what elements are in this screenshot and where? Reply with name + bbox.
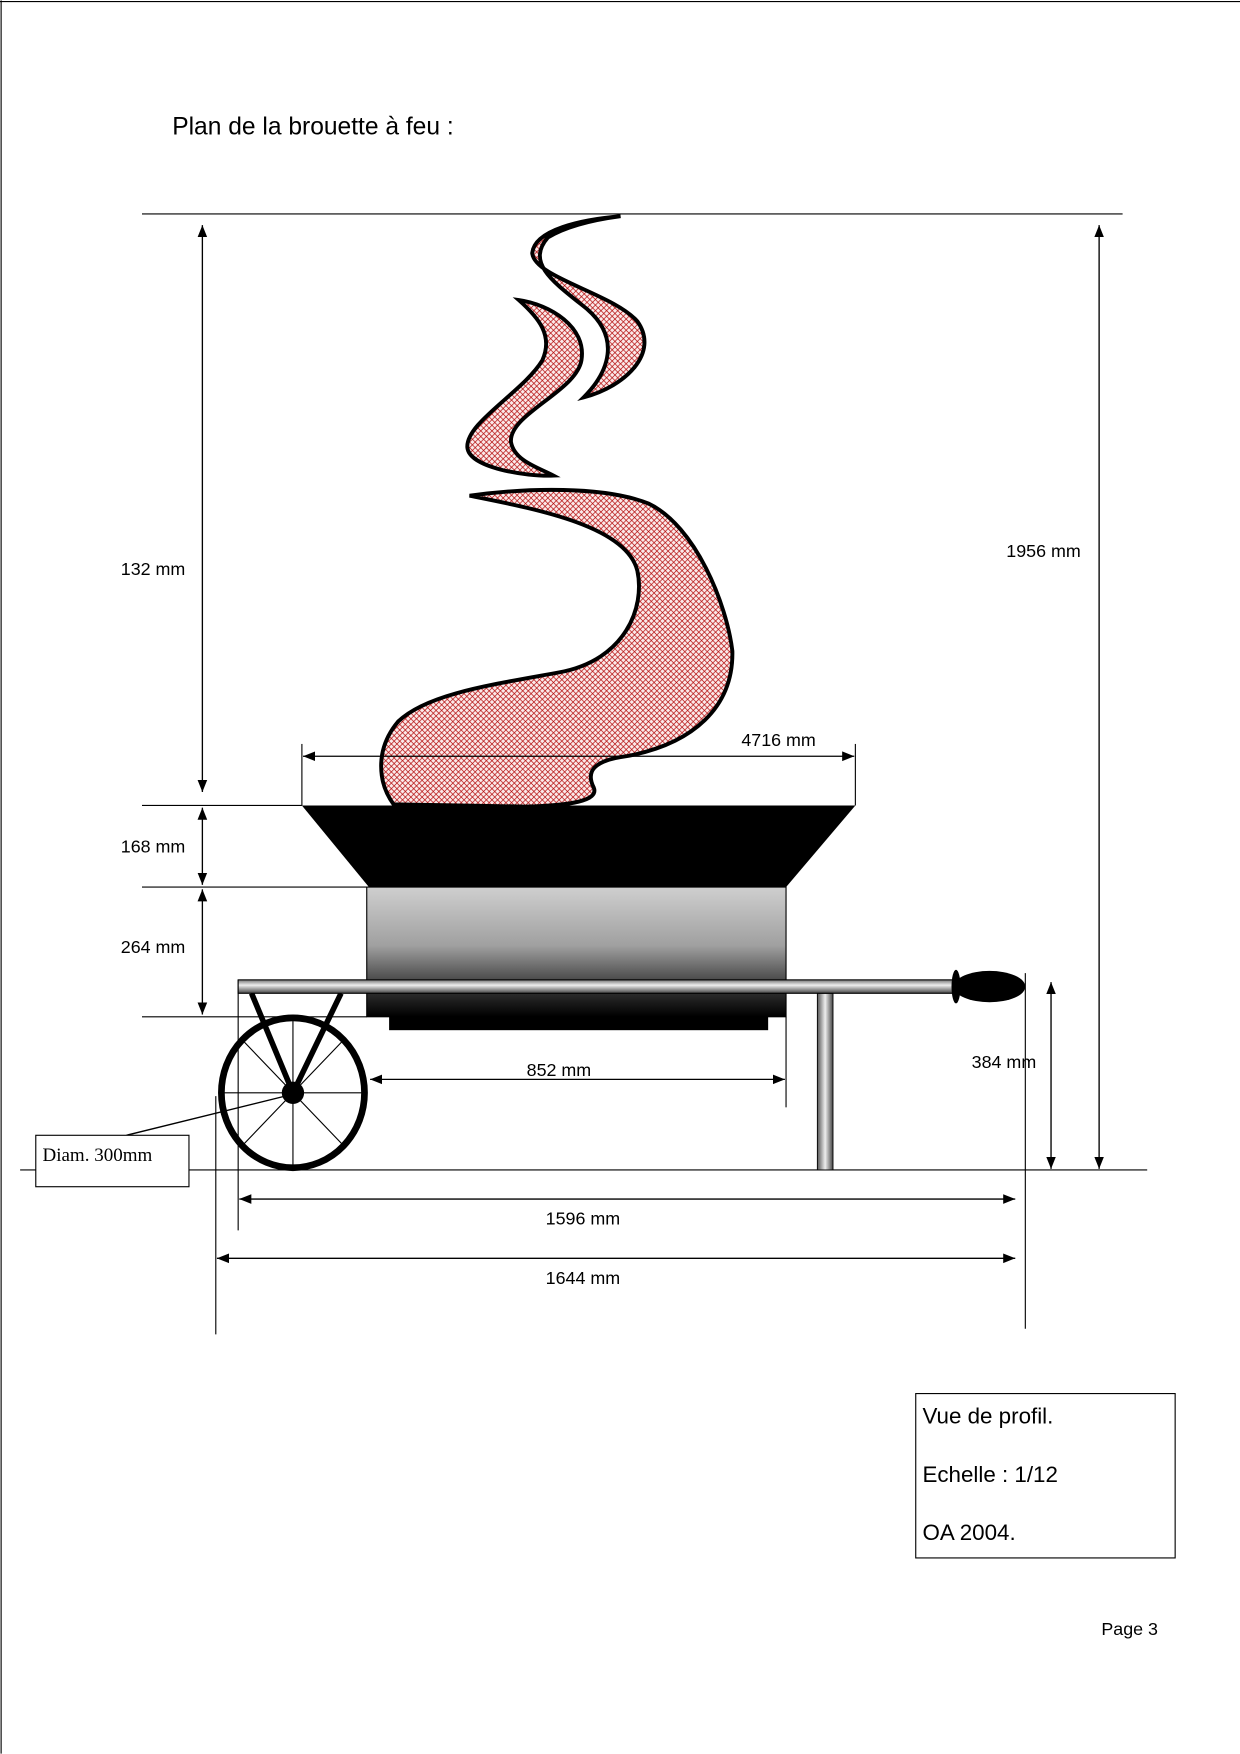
flame-main (379, 487, 735, 809)
dim-total-length: 1644 mm (546, 1268, 621, 1288)
legend-view: Vue de profil. (922, 1404, 1053, 1429)
dim-total-height: 1956 mm (1006, 541, 1081, 561)
legend-author: OA 2004. (922, 1520, 1015, 1545)
wheel-diameter-label: Diam. 300mm (42, 1145, 152, 1166)
wheel-diameter-box (35, 1134, 190, 1188)
cart-base (389, 1016, 769, 1031)
dim-bowl-height: 168 mm (121, 836, 186, 856)
fire-bowl (301, 805, 856, 888)
flame-top (530, 214, 647, 402)
support-leg (816, 992, 834, 1171)
legend-box (915, 1393, 1176, 1559)
wheel-struts (248, 992, 344, 1095)
dimension-lines (126, 225, 1104, 1264)
flames (379, 214, 735, 809)
dim-frame-length: 1596 mm (546, 1209, 621, 1229)
page-title: Plan de la brouette à feu : (172, 114, 454, 141)
page-number: Page 3 (1101, 1619, 1158, 1639)
handle-bar (237, 979, 955, 994)
dim-flame-height: 132 mm (121, 559, 186, 579)
handle-grip (953, 970, 1026, 1003)
reference-lines (20, 213, 1148, 1335)
dim-bowl-width: 4716 mm (741, 730, 816, 750)
flame-middle (465, 297, 584, 478)
wheel (218, 1014, 368, 1172)
dim-handle-height: 384 mm (972, 1052, 1037, 1072)
legend-scale: Echelle : 1/12 (922, 1462, 1057, 1487)
dim-body-width: 852 mm (527, 1060, 592, 1080)
dim-body-height: 264 mm (121, 937, 186, 957)
cart-body (366, 886, 787, 1018)
